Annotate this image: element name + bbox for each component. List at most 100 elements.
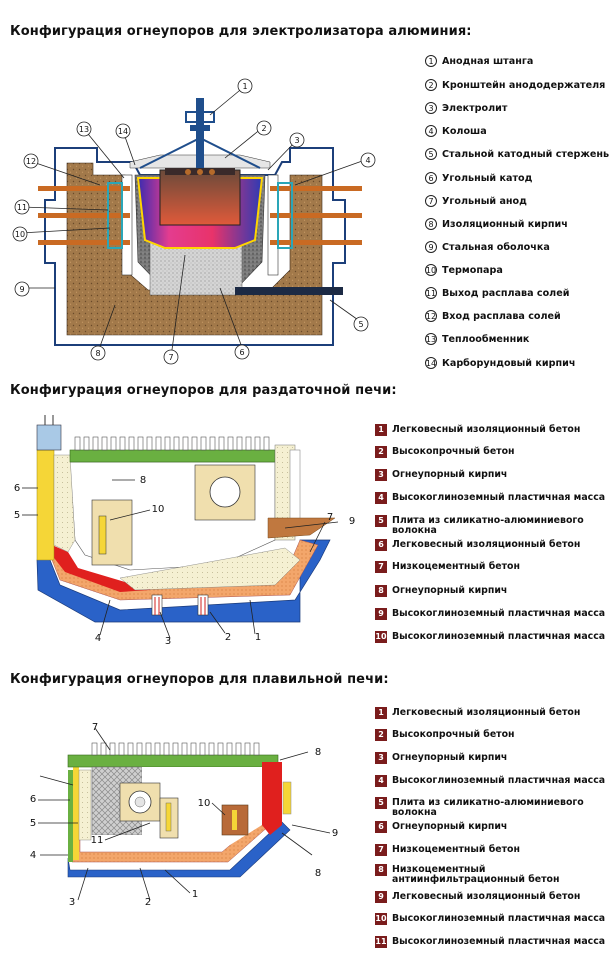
legend-item: 3 Огнеупорный кирпич (375, 752, 615, 764)
diagram-callout-number: 9 (19, 285, 24, 294)
legend-number: 11 (425, 287, 437, 299)
diagram-callout-number: 3 (294, 136, 299, 145)
diagram-callout-number: 9 (332, 828, 338, 839)
legend-label: Огнеупорный кирпич (392, 821, 508, 832)
diagram-callout-number: 10 (152, 504, 165, 515)
legend-label: Стальной катодный стержень (442, 148, 610, 160)
diagram-callout (289, 132, 305, 148)
diagram-callout-number: 7 (168, 353, 173, 362)
diagram-callout-number: 4 (95, 633, 101, 644)
insulation-brick (66, 162, 323, 336)
legend-number: 4 (425, 125, 437, 137)
legend-number: 1 (425, 55, 437, 67)
legend-label: Плита из силикатно-алюминиевого волокна (392, 797, 584, 818)
legend-number-badge: 5 (375, 797, 387, 809)
legend-label: Высокоглиноземный пластичная масса (392, 492, 606, 503)
legend-label: Огнеупорный кирпич (392, 752, 508, 763)
diagram-callout (76, 121, 92, 137)
section-title-holding-furnace: Конфигурация огнеупоров для раздаточной … (10, 383, 397, 398)
diagram-callout (115, 123, 131, 139)
legend-item: 1 Анодная штанга (425, 52, 533, 70)
steel-casing-3 (67, 821, 291, 878)
legend-label: Высокопрочный бетон (392, 446, 515, 457)
anode-rod (139, 98, 261, 169)
heating-elements (74, 436, 270, 451)
diagram-callout-number: 4 (30, 850, 36, 861)
legend-number: 9 (425, 241, 437, 253)
diagram-callout-number: 9 (349, 516, 355, 527)
diagram-callout-number: 8 (315, 747, 321, 758)
diagram-callout (237, 78, 253, 94)
legend-label: Электролит (442, 102, 508, 114)
legend-number-badge: 9 (375, 891, 387, 903)
legend-label: Низкоцементный бетон (392, 844, 520, 855)
legend-number: 3 (425, 102, 437, 114)
legend-item: 2 Высокопрочный бетон (375, 446, 615, 458)
diagram-callout-number: 2 (225, 632, 231, 643)
legend-label: Низкоцементный бетон (392, 561, 520, 572)
legend-item: 6 Угольный катод (425, 169, 532, 187)
legend-number-badge: 2 (375, 446, 387, 458)
legend-number: 2 (425, 79, 437, 91)
legend-label: Колоша (442, 125, 487, 137)
legend-number-badge: 7 (375, 844, 387, 856)
legend-number-badge: 6 (375, 539, 387, 551)
diagram-callout-number: 7 (92, 722, 98, 733)
diagram-callout-number: 12 (26, 157, 36, 166)
diagram-callout-number: 13 (79, 125, 89, 134)
diagram-callout (14, 199, 30, 215)
diagram-callout (256, 120, 272, 136)
diagram-callout (163, 349, 179, 365)
legend-label: Плита из силикатно-алюминиевого волокна (392, 515, 584, 536)
legend-number-badge: 8 (375, 585, 387, 597)
legend-label: Высокоглиноземный пластичная масса (392, 775, 606, 786)
carbon-anode (159, 165, 241, 226)
holding-furnace-callouts (22, 479, 339, 639)
legend-number-badge: 8 (375, 864, 387, 876)
legend-number: 10 (425, 264, 437, 276)
legend-number-badge: 3 (375, 752, 387, 764)
legend-item: 2 Кронштейн анододержателя (425, 76, 605, 94)
diagram-callout-number: 6 (239, 348, 244, 357)
legend-label: Угольный катод (442, 172, 533, 184)
legend-label: Легковесный изоляционный бетон (392, 707, 581, 718)
legend-number: 13 (425, 333, 437, 345)
legend-label: Анодная штанга (442, 55, 534, 67)
legend-item: 4 Колоша (425, 122, 487, 140)
legend-label: Вход расплава солей (442, 310, 561, 322)
diagram-callout-number: 5 (30, 818, 36, 829)
legend-label: Высокоглиноземный пластичная масса (392, 913, 606, 924)
diagram-callout-number: 11 (17, 203, 27, 212)
diagram-callout-number: 2 (145, 897, 151, 908)
legend-label: Высокоглиноземный пластичная масса (392, 936, 606, 947)
legend-number: 14 (425, 357, 437, 369)
diagram-callout (353, 316, 369, 332)
legend-item: 3 Электролит (425, 99, 507, 117)
legend-number-badge: 1 (375, 424, 387, 436)
legend-item: 6 Огнеупорный кирпич (375, 821, 615, 833)
legend-label: Угольный анод (442, 195, 527, 207)
heat-exchanger (38, 182, 362, 249)
legend-number-badge: 6 (375, 821, 387, 833)
legend-number: 6 (425, 172, 437, 184)
legend-label: Кронштейн анододержателя (442, 79, 606, 91)
legend-number-badge: 3 (375, 469, 387, 481)
legend-label: Низкоцементный антиинфильтрационный бето… (392, 864, 560, 885)
electrolyte-bath (136, 177, 264, 249)
section-title-electrolyzer: Конфигурация огнеупоров для электролизат… (10, 24, 472, 39)
diagram-callout (360, 152, 376, 168)
legend-number-badge: 7 (375, 561, 387, 573)
diagram-callout-number: 8 (140, 475, 146, 486)
